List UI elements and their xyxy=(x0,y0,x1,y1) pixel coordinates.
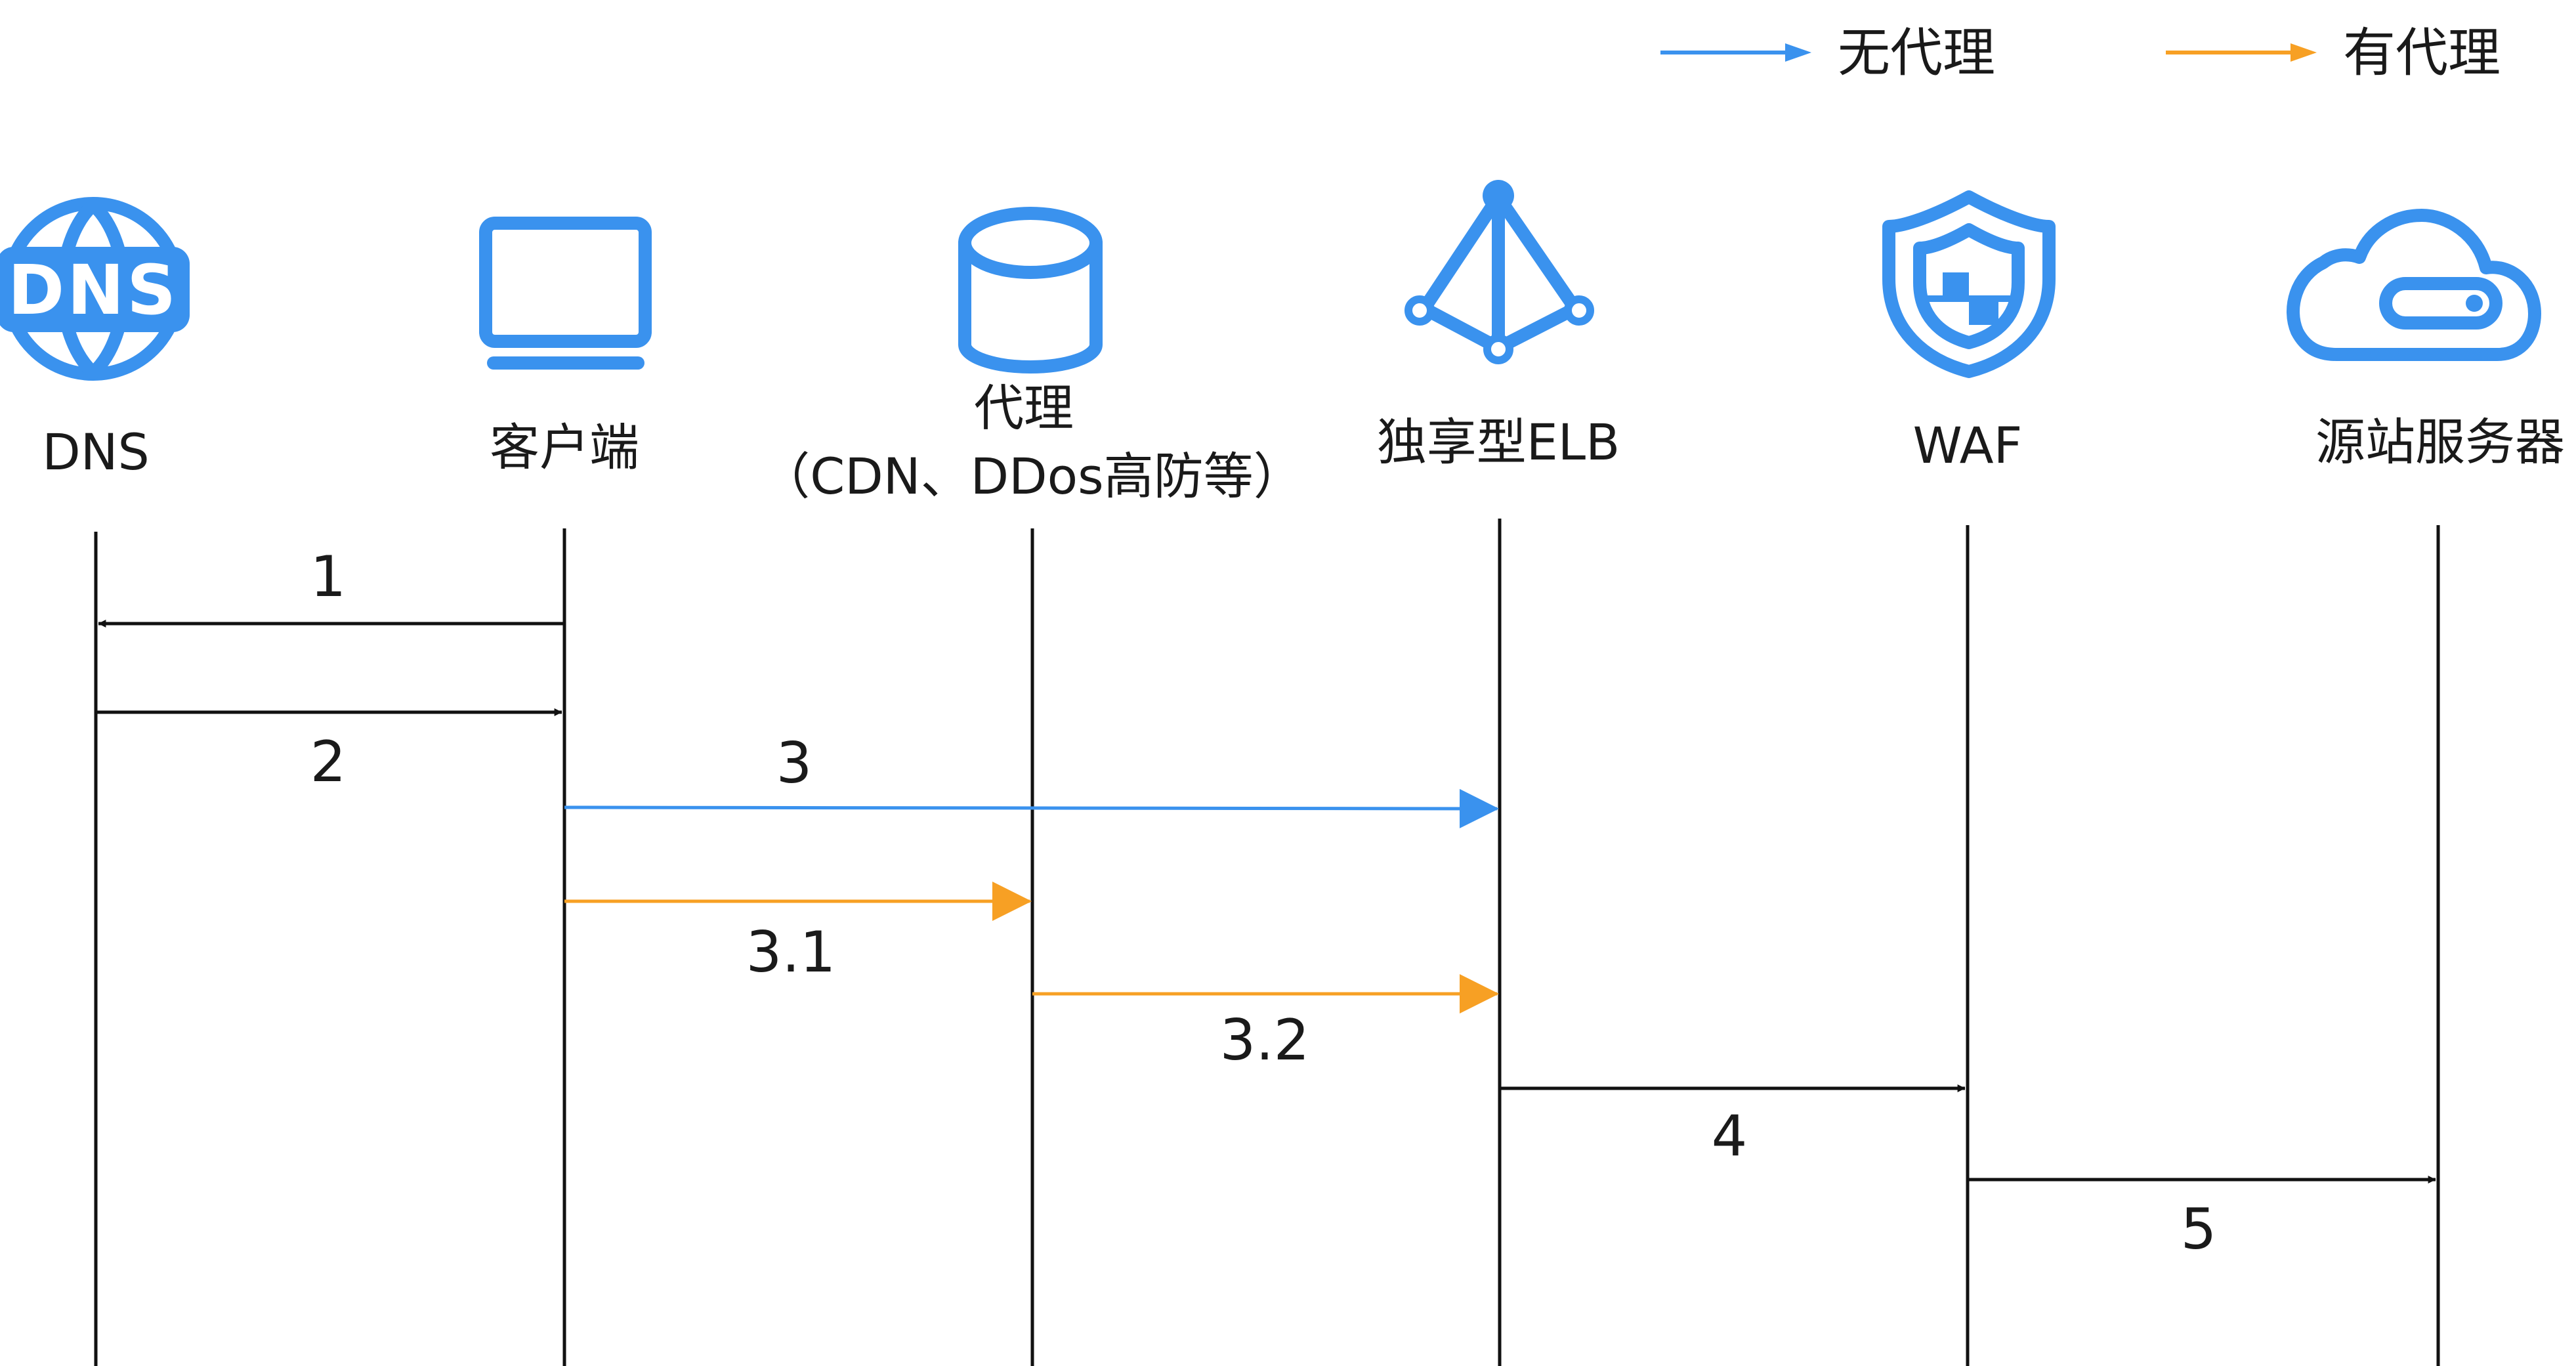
legend: 无代理 有代理 xyxy=(1660,22,2501,83)
database-cylinder-icon xyxy=(958,207,1103,374)
message-3-1: 3.1 xyxy=(564,882,1032,985)
message-2: 2 xyxy=(96,708,562,795)
actor-proxy: 代理 （CDN、DDos高防等） xyxy=(760,207,1303,1366)
message-2-label: 2 xyxy=(310,729,347,795)
actor-origin-label: 源站服务器 xyxy=(2315,413,2565,471)
legend-no-proxy-arrowhead xyxy=(1785,43,1811,62)
message-1: 1 xyxy=(98,544,564,628)
messages: 1 2 3 3.1 3.2 4 5 xyxy=(96,544,2436,1262)
actor-dns: DNS DNS xyxy=(0,197,190,1366)
message-3-1-label: 3.1 xyxy=(746,920,836,985)
dns-globe-icon: DNS xyxy=(0,197,190,381)
legend-with-proxy-label: 有代理 xyxy=(2343,22,2501,83)
legend-no-proxy: 无代理 xyxy=(1660,22,1995,83)
legend-no-proxy-label: 无代理 xyxy=(1838,22,1995,83)
monitor-icon xyxy=(479,217,652,370)
actor-waf: WAF xyxy=(1882,190,2056,1366)
message-3: 3 xyxy=(564,731,1499,828)
load-balancer-icon xyxy=(1404,180,1594,364)
actor-proxy-label: 代理 xyxy=(974,379,1074,437)
message-1-label: 1 xyxy=(310,544,347,610)
message-3-arrow xyxy=(564,788,1499,828)
message-3-label: 3 xyxy=(776,731,813,796)
message-5: 5 xyxy=(1968,1176,2436,1262)
actor-client: 客户端 xyxy=(479,217,652,1366)
legend-with-proxy-arrowhead xyxy=(2291,43,2317,62)
message-5-label: 5 xyxy=(2181,1197,2217,1262)
actor-dns-label: DNS xyxy=(42,423,150,481)
actor-waf-label: WAF xyxy=(1913,416,2023,475)
svg-text:DNS: DNS xyxy=(8,250,179,330)
shield-icon xyxy=(1882,190,2056,378)
message-3-2-label: 3.2 xyxy=(1220,1008,1310,1073)
legend-with-proxy: 有代理 xyxy=(2166,22,2501,83)
actor-proxy-sublabel: （CDN、DDos高防等） xyxy=(760,447,1303,505)
cloud-server-icon xyxy=(2287,209,2541,361)
actor-origin: 源站服务器 xyxy=(2287,209,2565,1366)
message-4: 4 xyxy=(1500,1084,1966,1169)
actor-elb: 独享型ELB xyxy=(1377,180,1620,1366)
message-4-label: 4 xyxy=(1712,1103,1748,1169)
actor-elb-label: 独享型ELB xyxy=(1377,413,1620,471)
message-3-2: 3.2 xyxy=(1032,974,1499,1073)
actor-client-label: 客户端 xyxy=(490,418,639,477)
